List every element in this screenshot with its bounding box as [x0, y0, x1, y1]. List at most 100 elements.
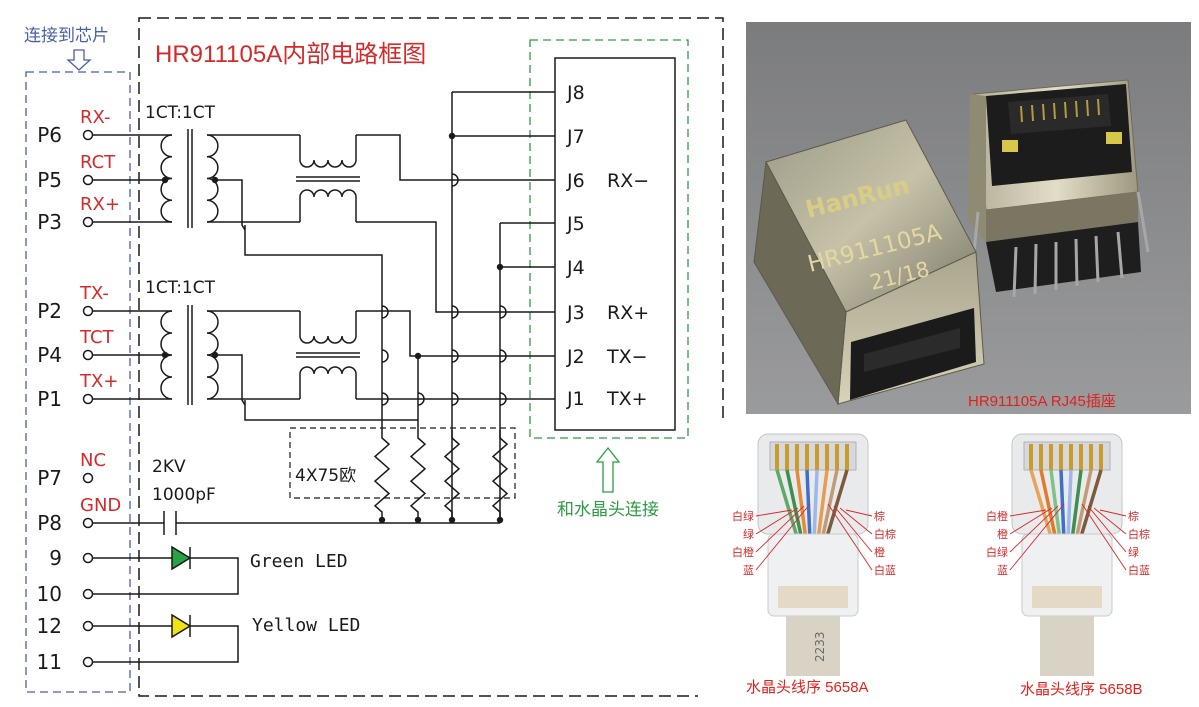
gold-contact [1049, 444, 1053, 470]
wire-label-left: 蓝 [997, 564, 1008, 577]
junction-dot [211, 176, 219, 184]
wire-strand [824, 469, 849, 541]
gold-contact [1039, 444, 1043, 470]
crossover [451, 305, 459, 319]
left-pin-label: P4 [37, 343, 62, 367]
plug-contacts [769, 441, 857, 471]
wire-label-right: 棕 [874, 509, 885, 523]
chip-side-arrow-icon [66, 49, 92, 71]
left-pin-signal: TCT [79, 327, 115, 348]
left-pin-label: P6 [37, 123, 62, 147]
wire-strand [1039, 469, 1058, 541]
plug-b-caption: 水晶头线序 5658B [1020, 681, 1143, 698]
right-pin-label: J7 [566, 126, 585, 148]
left-pin-signal: TX- [79, 283, 109, 304]
rj45-jack-top-view [753, 119, 985, 406]
left-pin-signal: GND [80, 495, 121, 516]
crossover [499, 392, 507, 406]
cable-print: 2233 [813, 631, 827, 662]
led-diode-icon [171, 613, 192, 639]
cable-jacket [1032, 586, 1102, 608]
gold-contact [825, 444, 829, 470]
yellow-led-label: Yellow LED [252, 615, 360, 636]
led-diode-icon [171, 545, 192, 571]
left-pin-signal: RX- [80, 107, 110, 128]
diagram-title: HR911105A内部电路框图 [155, 41, 426, 68]
wire-label-left: 白橙 [732, 545, 754, 559]
wire-strand [795, 469, 808, 541]
wiring [93, 91, 555, 663]
crossover [381, 349, 389, 363]
wire-label-right: 橙 [874, 545, 885, 559]
transformer-winding [206, 310, 219, 400]
wire-label-right: 白棕 [1128, 527, 1150, 541]
left-pin-label: 9 [49, 546, 62, 570]
wire-label-right: 白棕 [874, 527, 896, 541]
plug-a-caption: 水晶头线序 5658A [746, 679, 869, 696]
pin-terminal [82, 129, 94, 141]
wire-label-left: 白绿 [986, 545, 1008, 559]
gold-contact [1059, 444, 1063, 470]
green-led-label: Green LED [250, 551, 348, 572]
wire-strand [1078, 469, 1103, 541]
capacitor-value: 1000pF [152, 485, 216, 505]
transformer-bottom-ratio: 1CT:1CT [145, 278, 216, 298]
wire-strand [1029, 469, 1054, 541]
plug-side-arrow-icon [595, 446, 621, 493]
junction-dot [496, 263, 504, 271]
choke-winding [299, 189, 357, 198]
plug-side-label: 和水晶头连接 [557, 500, 659, 519]
transformer-winding [206, 134, 219, 223]
left-pin-label: P7 [37, 466, 62, 490]
left-pin-signal: RCT [80, 152, 116, 173]
wire-strand [1066, 469, 1073, 541]
wire-strand [816, 469, 829, 541]
crossover [417, 392, 425, 406]
pin-terminal [82, 472, 94, 484]
resistor-label: 4X75欧 [295, 466, 356, 486]
choke-winding [299, 366, 357, 375]
gold-contact [775, 444, 779, 470]
gold-contact [1069, 444, 1073, 470]
gold-contact [1079, 444, 1083, 470]
transformer-winding [160, 310, 173, 400]
left-pin-label: P3 [37, 210, 62, 234]
wire-strand [785, 469, 804, 541]
right-pin-label: J8 [566, 82, 585, 104]
wire-label-right: 白蓝 [874, 563, 896, 577]
gold-contact [1089, 444, 1093, 470]
right-pin-label: J1 [566, 388, 585, 410]
left-pin-group: P6RX-P5RCTP3RX+P2TX-P4TCTP1TX+P7NCP8GND9… [37, 107, 122, 674]
pin-terminal [82, 656, 94, 668]
connector-caption: HR911105A RJ45插座 [968, 393, 1116, 410]
pin-terminal [82, 174, 94, 186]
pin-terminal [82, 216, 94, 228]
right-pin-label: J6 [566, 170, 585, 192]
junction-dot [378, 516, 386, 524]
resistor-75ohm [373, 430, 391, 520]
chip-side-label: 连接到芯片 [24, 26, 109, 45]
wire-strand [820, 469, 839, 541]
left-pin-signal: NC [80, 450, 106, 471]
crossover [381, 305, 389, 319]
pin-terminal [82, 349, 94, 361]
left-pin-signal: RX+ [80, 194, 120, 215]
wire-strand [1059, 469, 1066, 541]
left-pin-label: 10 [37, 582, 62, 606]
crossover [451, 392, 459, 406]
choke-winding [299, 335, 357, 344]
gold-contact [1099, 444, 1103, 470]
right-pin-label: J4 [566, 257, 585, 279]
cable-jacket [778, 586, 848, 608]
gold-contact [835, 444, 839, 470]
transformer-winding [160, 134, 173, 223]
chip-side-box [25, 71, 131, 693]
wire-strand [812, 469, 819, 541]
wire-label-left: 白绿 [732, 509, 754, 523]
right-pin-label: J5 [566, 213, 585, 235]
crossover [451, 349, 459, 363]
circuit-diagram: 连接到芯片 HR911105A内部电路框图 和水晶头连接 P6RX-P5RCTP… [24, 17, 724, 697]
module-box [138, 17, 724, 697]
